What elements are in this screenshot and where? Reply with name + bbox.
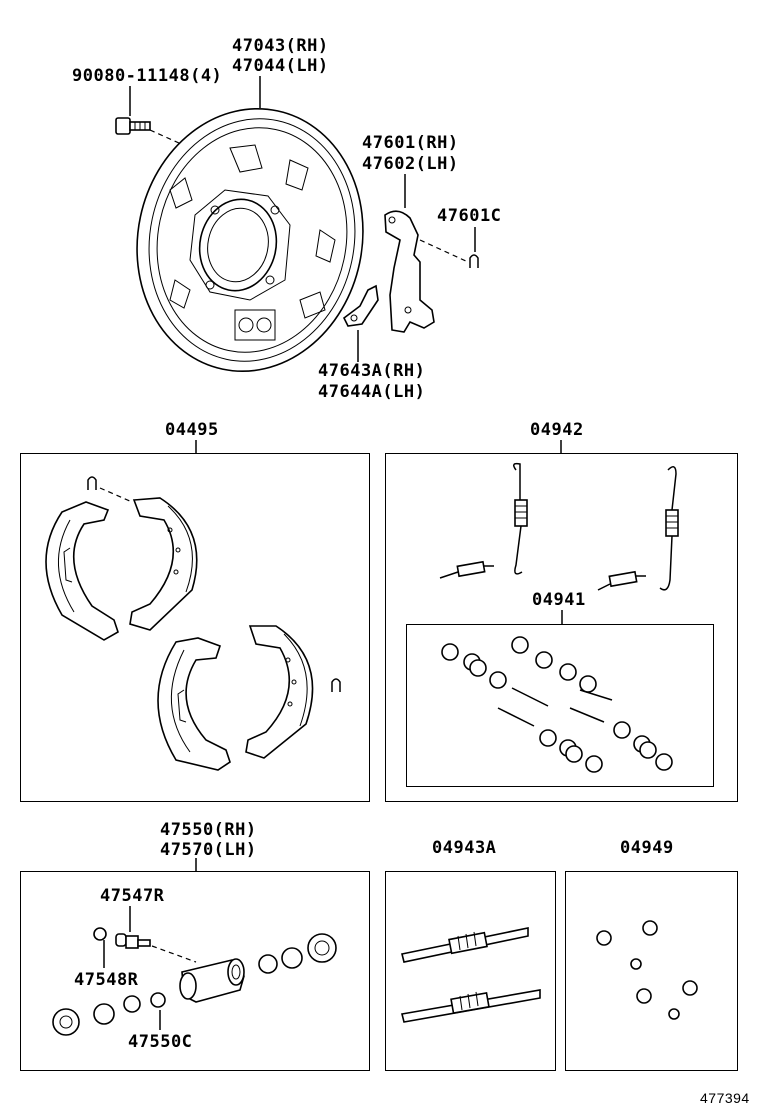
hold-spring-left-icon — [439, 560, 494, 579]
adjuster-upper-icon — [401, 927, 529, 963]
clip-part-number[interactable]: 47601C — [437, 206, 502, 226]
clip-dash-line — [419, 239, 469, 263]
pin-kit-part-number[interactable]: 04949 — [620, 838, 674, 858]
lever-part-rh[interactable]: 47601(RH) — [362, 133, 459, 153]
bracket-part-lh[interactable]: 47644A(LH) — [318, 382, 426, 402]
shoe-kit-part-number[interactable]: 04495 — [165, 420, 219, 440]
bleeder-cap-icon — [93, 927, 107, 941]
backing-plate-part-lh[interactable]: 47044(LH) — [232, 56, 329, 76]
lever-part-lh[interactable]: 47602(LH) — [362, 154, 459, 174]
hold-spring-right-icon — [597, 570, 646, 591]
backing-plate-part-rh[interactable]: 47043(RH) — [232, 36, 329, 56]
cylinder-cup-set-icon — [441, 636, 673, 773]
return-spring-right-icon — [659, 466, 679, 591]
bleeder-cap-part-number[interactable]: 47548R — [74, 970, 139, 990]
cup-kit-box — [406, 624, 714, 787]
cylinder-kit-parts-icon — [52, 992, 166, 1036]
adjuster-kit-part-number[interactable]: 04943A — [432, 838, 497, 858]
piston-icon — [258, 947, 303, 974]
wheel-cylinder-part-lh[interactable]: 47570(LH) — [160, 840, 257, 860]
bolt-part-number[interactable]: 90080-11148(4) — [72, 66, 223, 86]
brake-shoe-upper-left-icon — [45, 501, 119, 641]
cup-kit-part-number[interactable]: 04941 — [532, 590, 586, 610]
cylinder-kit-part-number[interactable]: 47550C — [128, 1032, 193, 1052]
brake-shoe-upper-right-icon — [129, 497, 198, 631]
bleeder-plug-part-number[interactable]: 47547R — [100, 886, 165, 906]
wheel-cylinder-box — [20, 871, 370, 1071]
parking-lever-icon — [384, 210, 435, 333]
spring-kit-part-number[interactable]: 04942 — [530, 420, 584, 440]
wheel-cylinder-body-icon — [179, 958, 245, 1003]
wheel-cylinder-part-rh[interactable]: 47550(RH) — [160, 820, 257, 840]
backing-plate-icon — [136, 108, 364, 372]
brake-shoe-lower-left-icon — [157, 637, 231, 771]
bleeder-plug-icon — [115, 933, 151, 949]
adjuster-lower-icon — [401, 989, 541, 1023]
shoe-kit-dash-line — [99, 487, 133, 503]
boot-icon — [307, 933, 337, 963]
diagram-id: 477394 — [700, 1090, 750, 1106]
bleeder-dash-line — [151, 945, 197, 963]
pin-kit-box — [565, 871, 738, 1071]
shoe-kit-pin-icon — [87, 476, 97, 490]
bracket-part-rh[interactable]: 47643A(RH) — [318, 361, 426, 381]
bolt-icon — [115, 117, 151, 135]
shoe-kit-clip-icon — [331, 678, 341, 692]
adjuster-kit-box — [385, 871, 556, 1071]
return-spring-left-icon — [513, 462, 528, 575]
clip-icon — [469, 254, 479, 268]
pin-kit-parts-icon — [596, 920, 698, 1020]
bracket-icon — [342, 284, 379, 327]
brake-shoe-lower-right-icon — [245, 625, 314, 759]
shoe-kit-box — [20, 453, 370, 802]
